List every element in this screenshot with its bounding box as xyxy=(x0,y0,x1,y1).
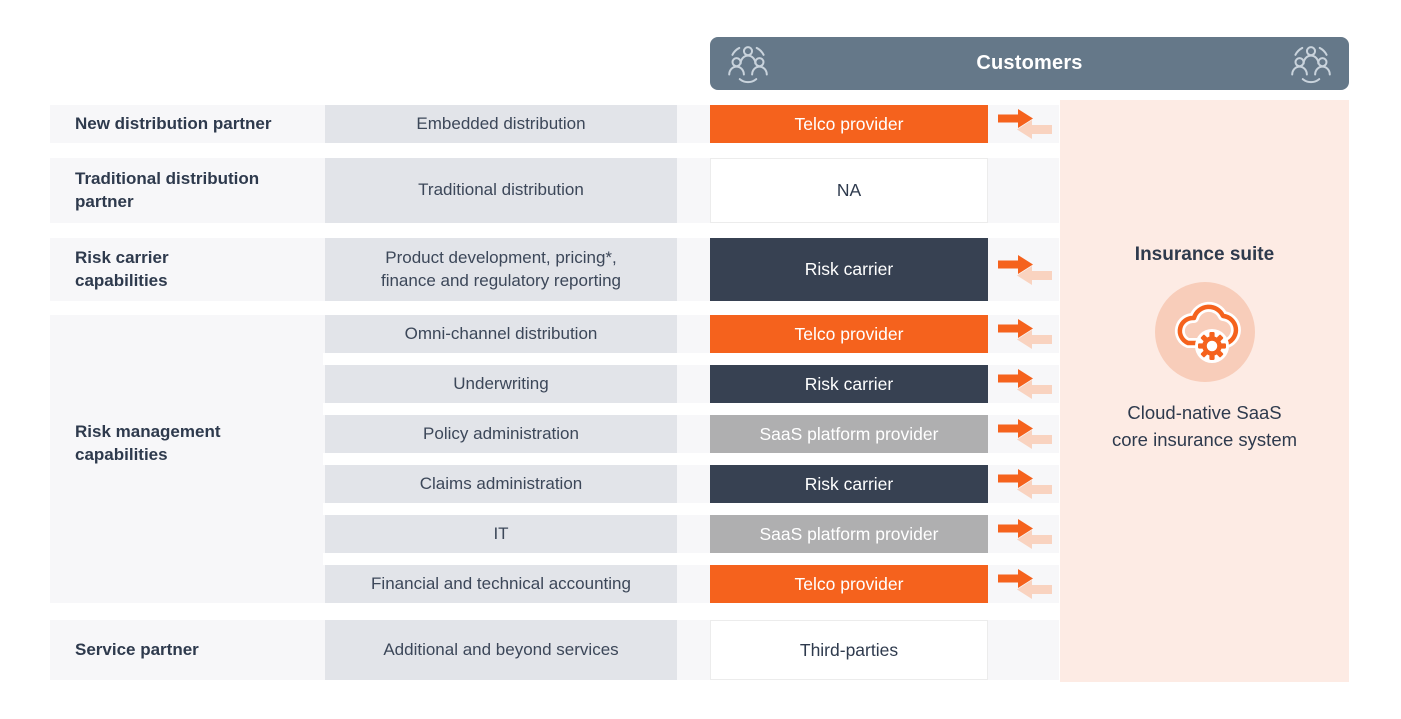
partner-label: New distribution partner xyxy=(75,113,272,133)
capability-text: Omni-channel distribution xyxy=(404,323,598,343)
panel-subtitle-line2: core insurance system xyxy=(1111,428,1298,450)
flow-arrows-icon xyxy=(998,468,1052,500)
provider-text: NA xyxy=(836,180,862,200)
capability-cell: Policy administration xyxy=(325,415,677,453)
provider-text: Risk carrier xyxy=(804,373,894,394)
provider-box-risk-carrier: Risk carrier xyxy=(710,365,988,403)
provider-box-telco: Telco provider xyxy=(710,565,988,603)
provider-text: Risk carrier xyxy=(804,259,894,279)
subrow-it: IT SaaS platform provider xyxy=(323,515,1059,553)
provider-box-telco: Telco provider xyxy=(710,315,988,353)
provider-text: SaaS platform provider xyxy=(759,523,939,544)
subrow-omni-channel-distribution: Omni-channel distribution Telco provider xyxy=(323,315,1059,353)
provider-box-saas: SaaS platform provider xyxy=(710,415,988,453)
capability-text: Claims administration xyxy=(419,473,583,493)
capability-text: Underwriting xyxy=(453,373,549,393)
customers-header-title: Customers xyxy=(976,52,1083,74)
panel-subtitle: Cloud-native SaaS core insurance system xyxy=(1112,400,1297,454)
subrow-financial-technical-accounting: Financial and technical accounting Telco… xyxy=(323,565,1059,603)
subrow-policy-administration: Policy administration SaaS platform prov… xyxy=(323,415,1059,453)
flow-arrows-icon xyxy=(998,368,1052,400)
customers-group-icon xyxy=(728,45,768,83)
capability-text: IT xyxy=(493,523,509,543)
capability-text: Traditional distribution xyxy=(418,180,584,200)
partner-label: Service partner xyxy=(75,639,199,659)
partner-label: Risk management capabilities xyxy=(75,422,221,464)
capability-text: Policy administration xyxy=(423,423,579,443)
row-traditional-distribution-partner: Traditional distribution partner Traditi… xyxy=(50,158,1059,223)
provider-text: Telco provider xyxy=(794,323,904,344)
insurance-suite-panel: Insurance suite xyxy=(1060,100,1349,682)
capability-text: Embedded distribution xyxy=(416,113,586,133)
provider-box-na: NA xyxy=(710,158,988,223)
capability-text: Financial and technical accounting xyxy=(371,573,631,593)
subrow-claims-administration: Claims administration Risk carrier xyxy=(323,465,1059,503)
flow-arrows-icon xyxy=(998,108,1052,140)
group-risk-management: Risk management capabilities xyxy=(50,315,323,603)
provider-text: Third-parties xyxy=(799,639,899,660)
capability-cell: Financial and technical accounting xyxy=(325,565,677,603)
provider-box-saas: SaaS platform provider xyxy=(710,515,988,553)
provider-text: Telco provider xyxy=(794,573,904,594)
provider-box-risk-carrier: Risk carrier xyxy=(710,238,988,301)
row-service-partner: Service partner Additional and beyond se… xyxy=(50,620,1059,680)
panel-title: Insurance suite xyxy=(1134,244,1275,265)
partner-label: Traditional distribution partner xyxy=(75,168,260,211)
provider-text: SaaS platform provider xyxy=(759,423,939,444)
cloud-gear-icon xyxy=(1174,301,1241,363)
capability-cell: Claims administration xyxy=(325,465,677,503)
flow-arrows-icon xyxy=(998,518,1052,550)
capability-text: Additional and beyond services xyxy=(383,639,619,659)
cloud-badge xyxy=(1154,282,1255,382)
provider-text: Risk carrier xyxy=(804,473,894,494)
provider-box-telco: Telco provider xyxy=(710,105,988,143)
panel-subtitle-line1: Cloud-native SaaS xyxy=(1127,402,1282,423)
flow-arrows-icon xyxy=(998,418,1052,450)
capability-cell: Additional and beyond services xyxy=(325,620,677,680)
capability-cell: Underwriting xyxy=(325,365,677,403)
row-risk-carrier-capabilities: Risk carrier capabilities Product develo… xyxy=(50,238,1059,301)
subrow-underwriting: Underwriting Risk carrier xyxy=(323,365,1059,403)
customers-header-bar: Customers xyxy=(710,37,1349,90)
flow-arrows-icon xyxy=(998,318,1052,350)
partner-label: Risk carrier capabilities xyxy=(75,247,169,290)
capability-cell: Traditional distribution xyxy=(325,158,677,223)
flow-arrows-icon xyxy=(998,254,1052,286)
capability-cell: Omni-channel distribution xyxy=(325,315,677,353)
capability-text: Product development, pricing*, finance a… xyxy=(380,248,622,290)
provider-text: Telco provider xyxy=(794,113,904,134)
customers-group-icon xyxy=(1291,45,1331,83)
flow-arrows-icon xyxy=(998,568,1052,600)
capability-cell: IT xyxy=(325,515,677,553)
provider-box-third-parties: Third-parties xyxy=(710,620,988,680)
capability-cell: Product development, pricing*, finance a… xyxy=(325,238,677,301)
provider-box-risk-carrier: Risk carrier xyxy=(710,465,988,503)
row-new-distribution-partner: New distribution partner Embedded distri… xyxy=(50,105,1059,143)
capability-cell: Embedded distribution xyxy=(325,105,677,143)
